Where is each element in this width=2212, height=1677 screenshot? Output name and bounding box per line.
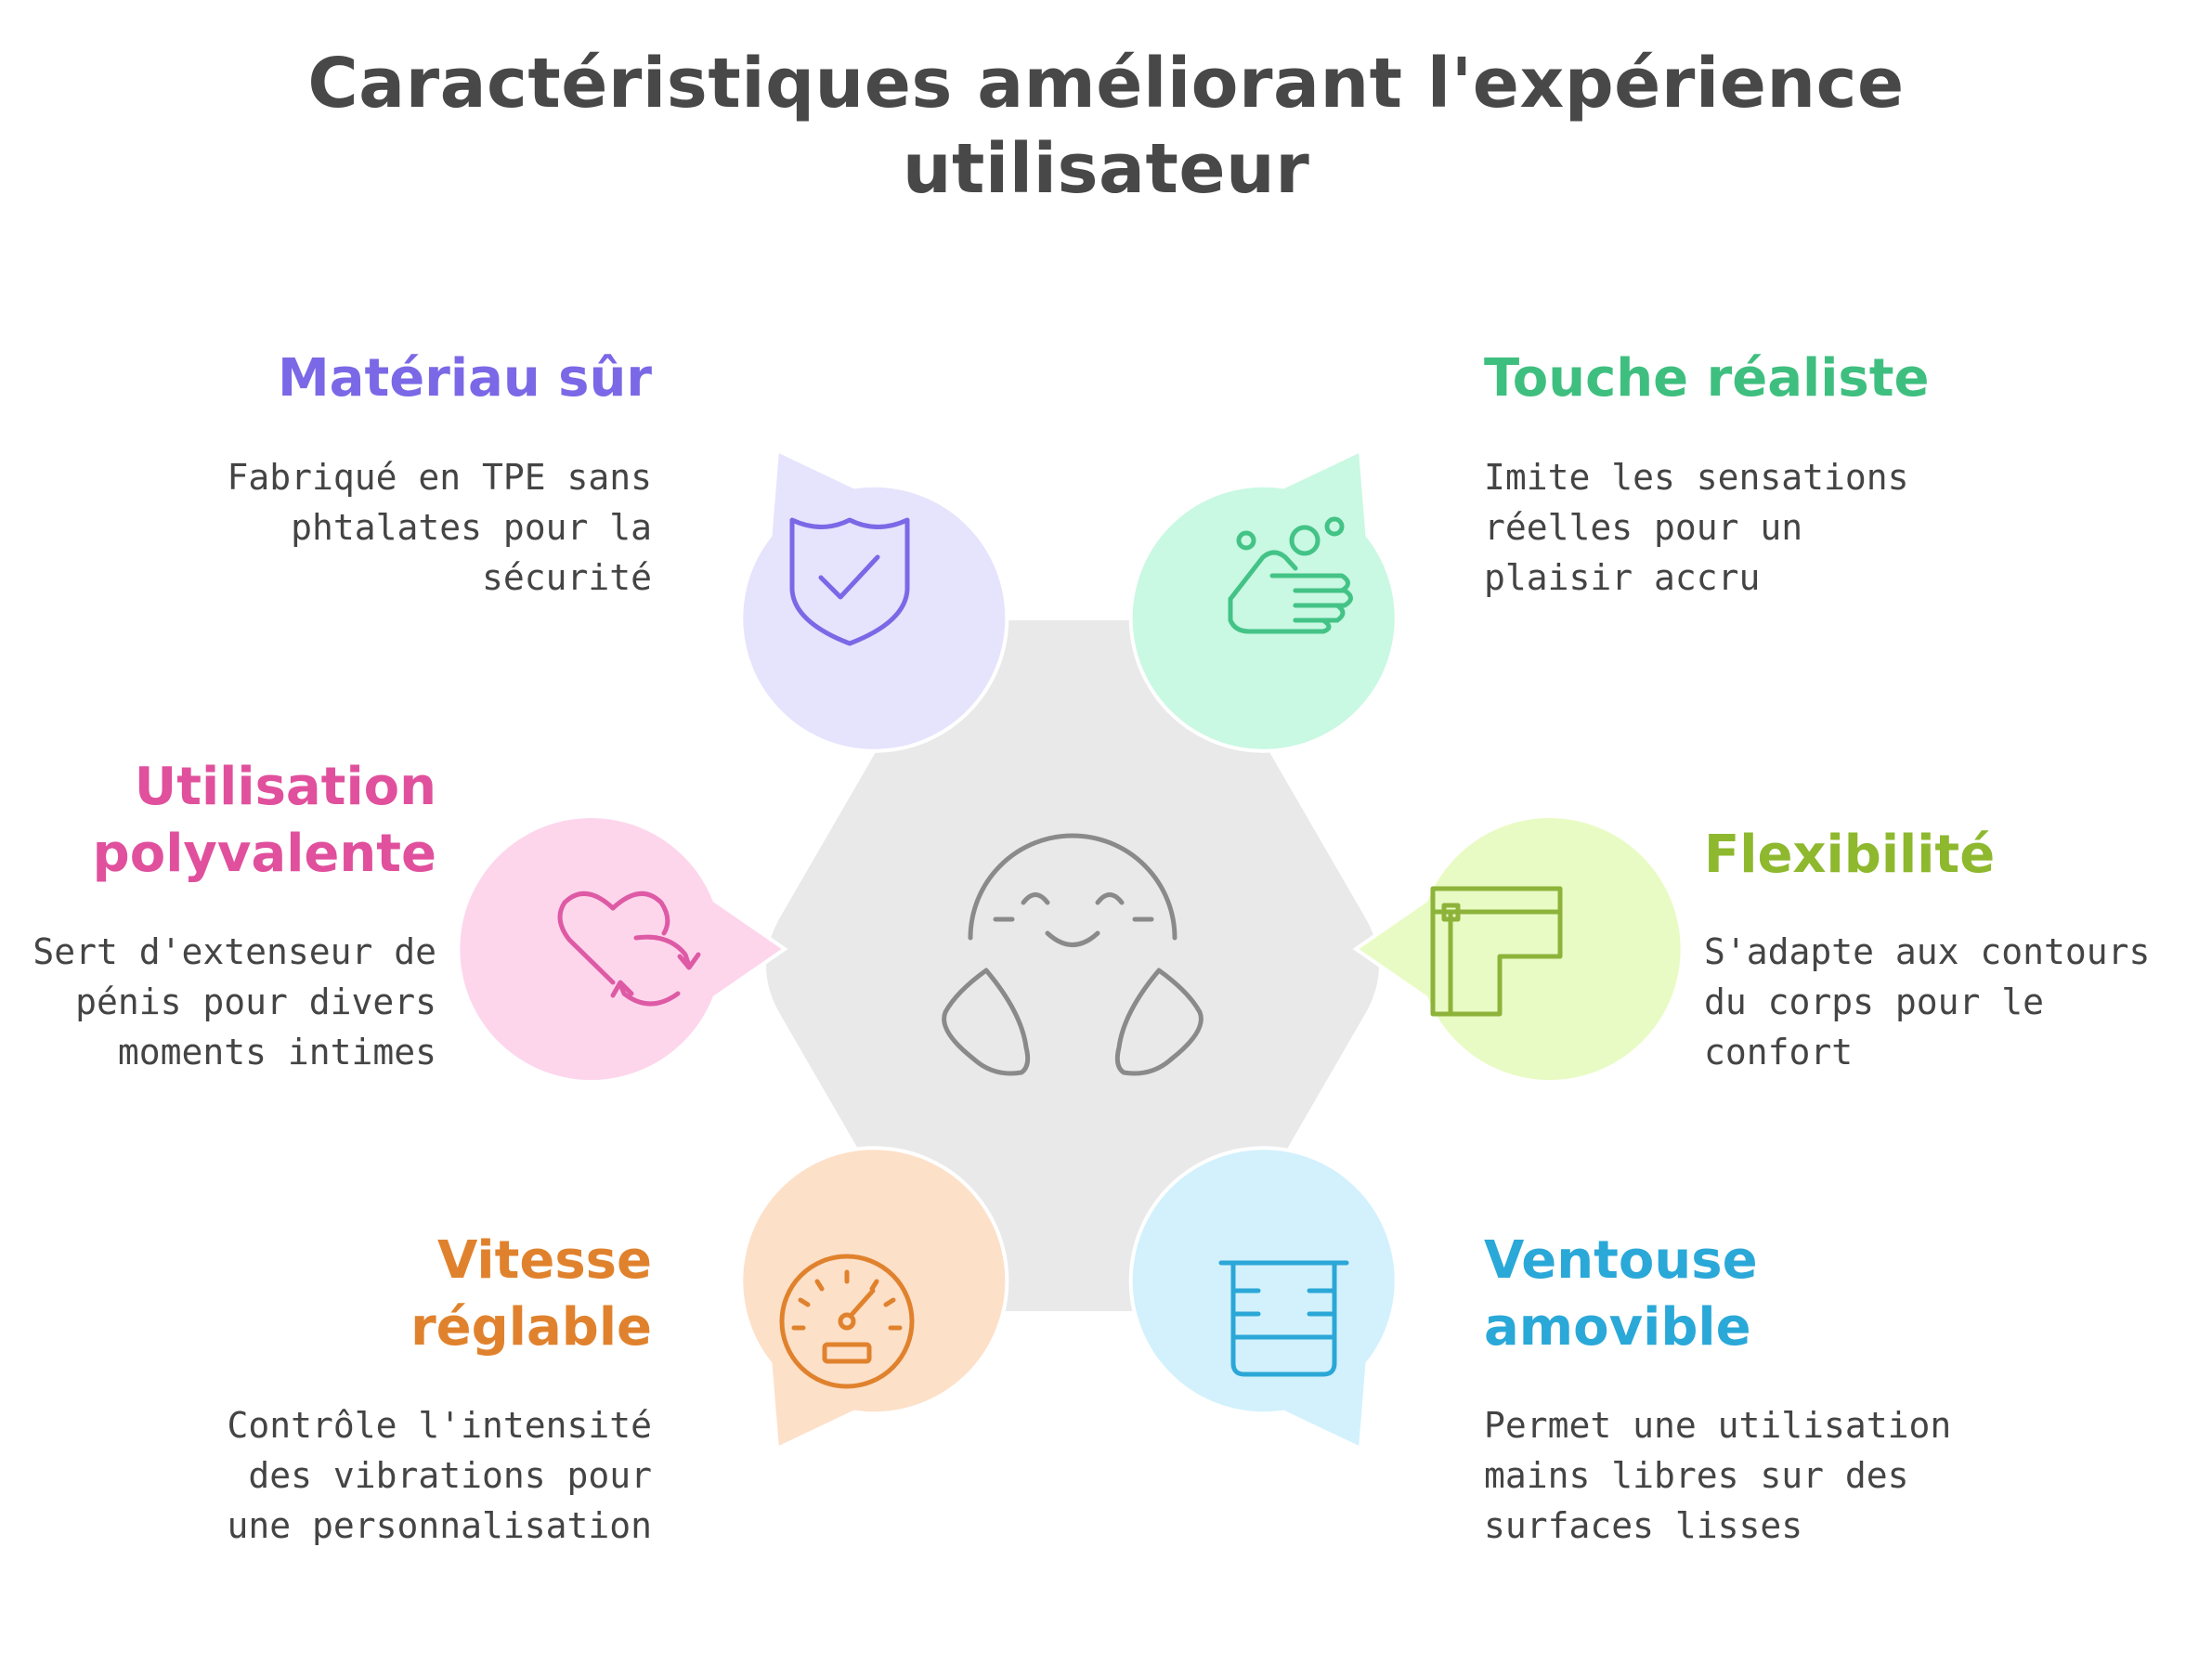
petal-utilisation-polyvalente [456, 814, 788, 1084]
feature-desc-vitesse-reglable: Contrôle l'intensité des vibrations pour… [227, 1405, 652, 1546]
petal-flexibilite [1352, 814, 1685, 1084]
feature-title-ventouse-amovible: Ventouse amovible [1484, 1230, 1758, 1358]
washing-hands-icon [1228, 516, 1353, 634]
speedometer-icon [779, 1254, 915, 1389]
feature-desc-flexibilite: S'adapte aux contours du corps pour le c… [1704, 931, 2151, 1072]
feature-title-materiau-sur: Matériau sûr [277, 348, 652, 409]
shield-check-icon [789, 517, 910, 646]
feature-title-utilisation-polyvalente: Utilisation polyvalente [92, 757, 436, 884]
suction-cup-icon [1218, 1260, 1349, 1377]
feature-title-vitesse-reglable: Vitesse réglable [410, 1230, 652, 1358]
feature-desc-ventouse-amovible: Permet une utilisation mains libres sur … [1484, 1405, 1952, 1546]
feature-desc-materiau-sur: Fabriqué en TPE sans phtalates pour la s… [227, 457, 652, 598]
diagram-title: Caractéristiques améliorant l'expérience… [307, 44, 1905, 209]
happy-face-icon [942, 833, 1204, 1076]
feature-desc-utilisation-polyvalente: Sert d'extenseur de pénis pour divers mo… [33, 931, 436, 1072]
feature-title-flexibilite: Flexibilité [1704, 825, 1996, 885]
feature-desc-touche-realiste: Imite les sensations réelles pour un pla… [1484, 457, 1909, 598]
feature-title-touche-realiste: Touche réaliste [1484, 348, 1930, 409]
bend-pipe-icon [1430, 886, 1563, 1017]
heart-refresh-icon [557, 890, 701, 1007]
petal-touche-realiste [1128, 448, 1399, 753]
center-hexagon [766, 620, 1379, 1311]
